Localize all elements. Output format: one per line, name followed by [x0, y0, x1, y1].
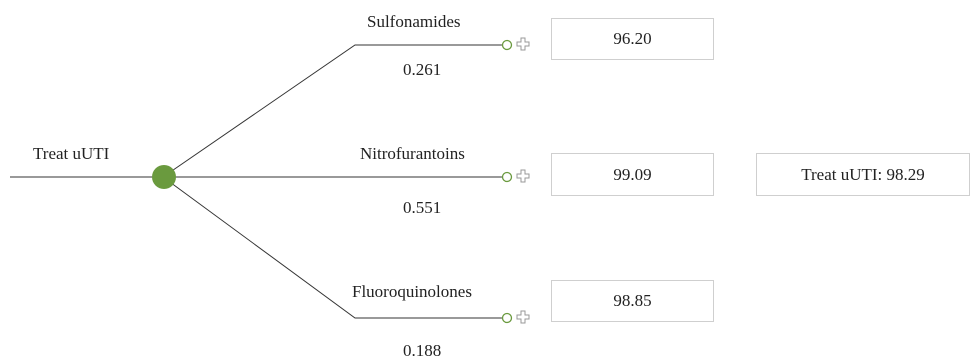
terminal-node-sulfonamides-icon[interactable]	[501, 39, 513, 51]
terminal-node-nitrofurantoins-icon[interactable]	[501, 171, 513, 183]
branch-line-sulfonamides	[162, 44, 503, 178]
branch-probability-nitrofurantoins: 0.551	[403, 198, 441, 217]
branch-label-nitrofurantoins: Nitrofurantoins	[360, 144, 465, 163]
terminal-node-fluoroquinolones-icon[interactable]	[501, 312, 513, 324]
expand-plus-fluoroquinolones-icon[interactable]	[516, 310, 530, 324]
value-box-nitrofurantoins: 99.09	[551, 153, 714, 196]
expand-plus-sulfonamides-icon[interactable]	[516, 37, 530, 51]
value-box-sulfonamides: 96.20	[551, 18, 714, 60]
branch-line-fluoroquinolones	[162, 176, 503, 319]
branch-label-sulfonamides: Sulfonamides	[367, 12, 461, 31]
branch-probability-fluoroquinolones: 0.188	[403, 341, 441, 360]
result-box: Treat uUTI: 98.29	[756, 153, 970, 196]
branch-probability-sulfonamides: 0.261	[403, 60, 441, 79]
value-box-fluoroquinolones: 98.85	[551, 280, 714, 322]
branch-label-fluoroquinolones: Fluoroquinolones	[352, 282, 472, 301]
root-label: Treat uUTI	[33, 144, 110, 163]
expand-plus-nitrofurantoins-icon[interactable]	[516, 169, 530, 183]
decision-node-icon[interactable]	[152, 165, 176, 189]
